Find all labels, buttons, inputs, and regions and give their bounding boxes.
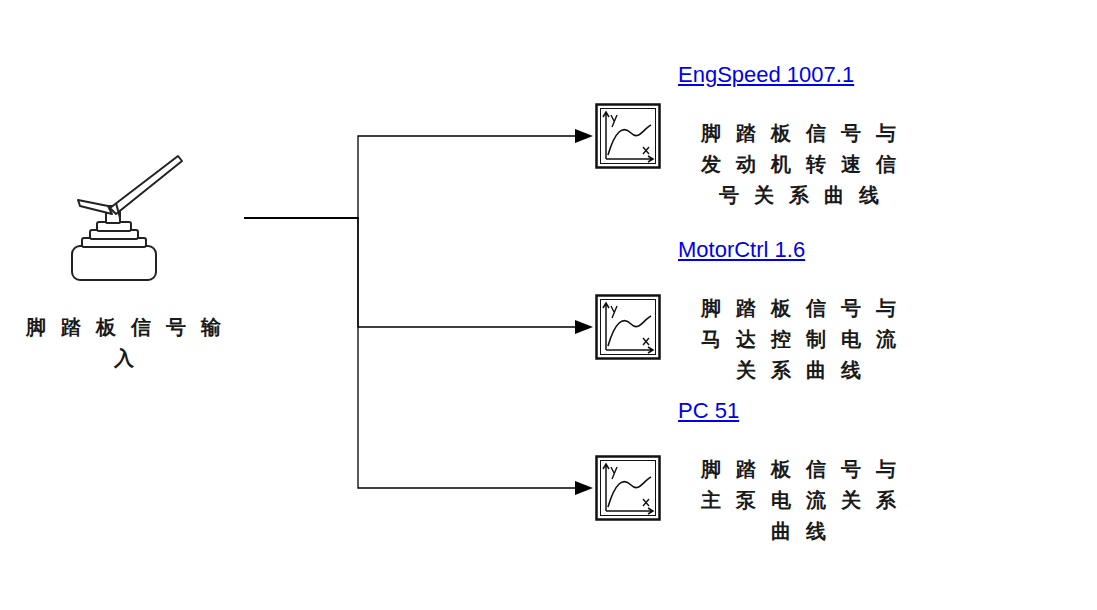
curve-block: EngSpeed 1007.1 脚踏板信号与 发动机转速信 号关系曲线 — [595, 62, 917, 211]
signal-connector — [244, 129, 593, 218]
curve-icon — [595, 103, 661, 169]
link-label: MotorCtrl 1.6 — [678, 237, 805, 263]
description-text: 脚踏板信号与 主泵电流关系 曲线 — [695, 454, 917, 547]
curve-block: PC 51 脚踏板信号与 主泵电流关系 曲线 — [595, 398, 917, 547]
curve-icon — [595, 294, 661, 360]
description-text: 脚踏板信号输 入 — [20, 312, 242, 374]
link-label: PC 51 — [678, 398, 739, 424]
signal-connector — [244, 218, 593, 334]
pedal-icon — [70, 148, 190, 288]
signal-connector — [244, 218, 593, 495]
description-text: 脚踏板信号与 马达控制电流 关系曲线 — [695, 293, 917, 386]
curve-icon — [595, 455, 661, 521]
curve-block: MotorCtrl 1.6 脚踏板信号与 马达控制电流 关系曲线 — [595, 237, 917, 386]
pedal-input: 脚踏板信号输 入 — [20, 140, 242, 374]
description-text: 脚踏板信号与 发动机转速信 号关系曲线 — [695, 118, 917, 211]
link-label: EngSpeed 1007.1 — [678, 62, 854, 88]
